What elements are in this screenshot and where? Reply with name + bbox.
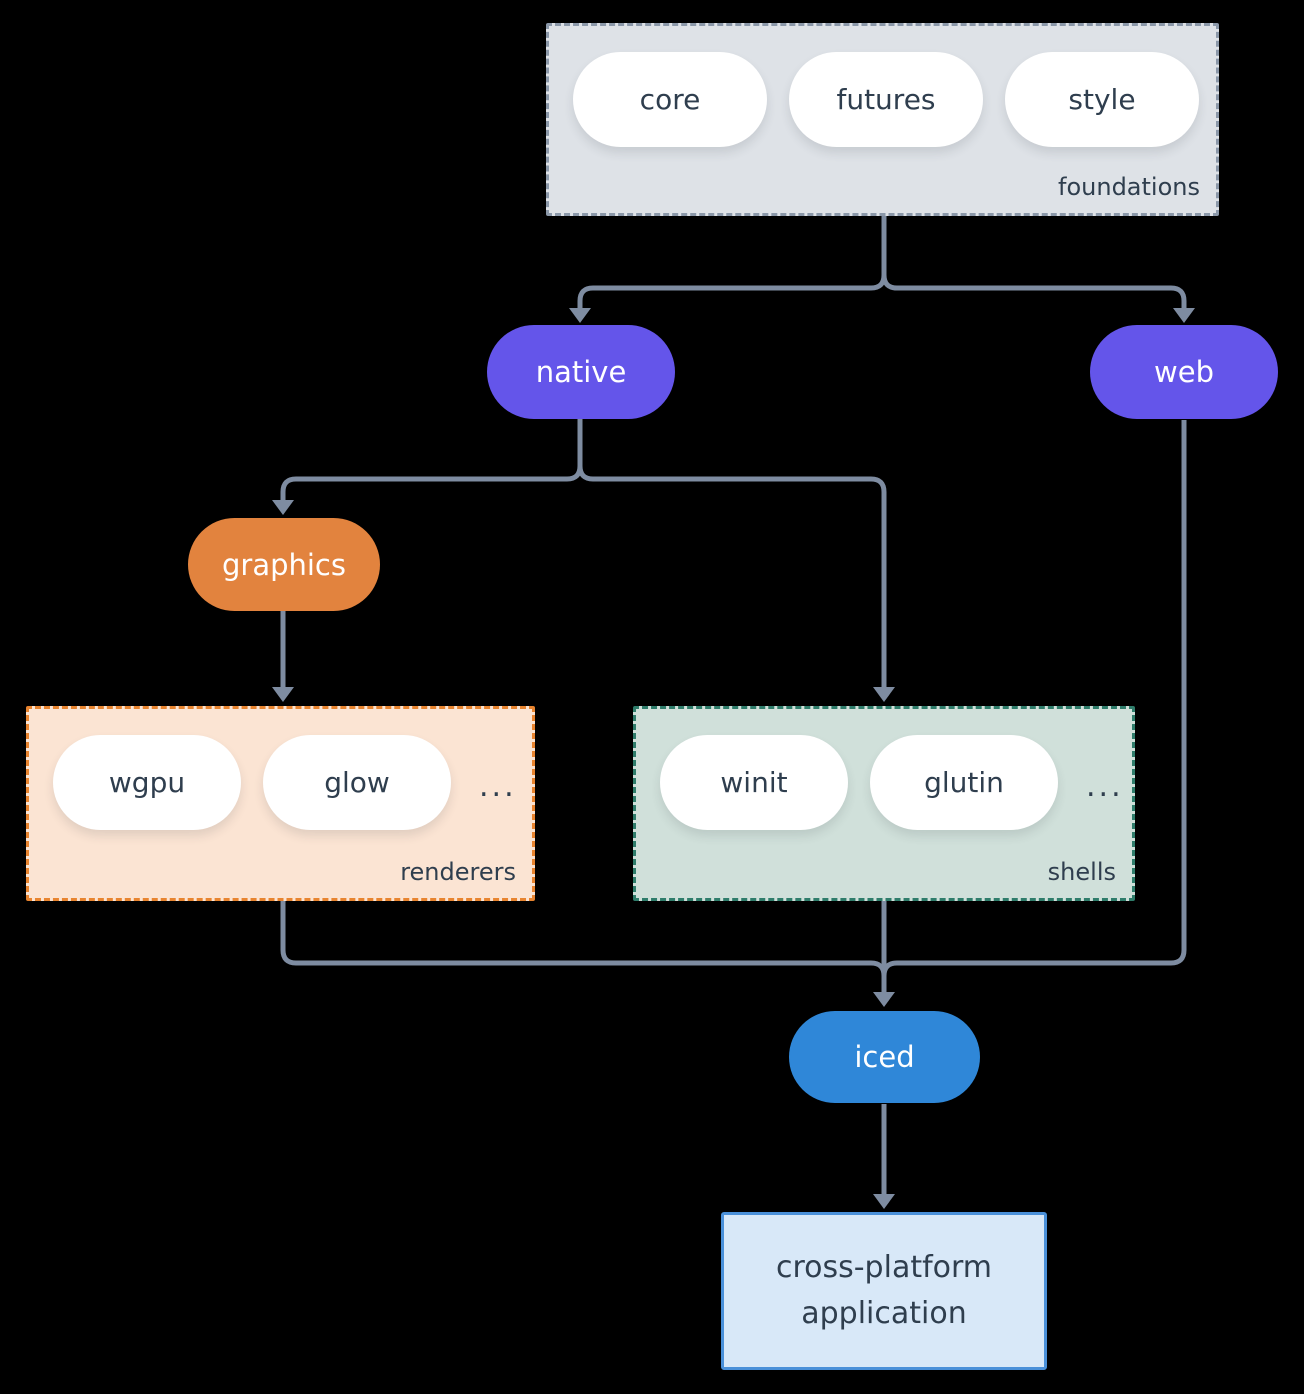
group-label-foundations: foundations [1058,173,1200,201]
arrowhead-icon [873,1194,895,1209]
edge-renderers-iced [280,901,887,977]
renderers-ellipsis: ... [479,769,517,804]
node-glow: glow [263,735,451,830]
group-shells: winit glutin ... shells [633,706,1135,901]
node-style: style [1005,52,1199,147]
node-web: web [1090,325,1278,419]
group-foundations: core futures style foundations [546,23,1219,216]
arrowhead-icon [272,687,294,702]
node-native: native [487,325,675,419]
renderers-pill-row: wgpu glow ... [53,735,517,830]
arrowhead-icon [873,687,895,702]
group-label-renderers: renderers [400,858,516,886]
node-graphics: graphics [188,518,380,611]
node-glutin: glutin [870,735,1058,830]
node-futures: futures [789,52,983,147]
arrowhead-icon [1173,308,1195,323]
foundations-pill-row: core futures style [573,52,1199,147]
edge-native-graphics [280,419,583,501]
node-winit: winit [660,735,848,830]
node-iced: iced [789,1011,980,1103]
arrowhead-icon [873,992,895,1007]
node-cross-platform-application: cross-platform application [721,1212,1047,1370]
arrowhead-icon [569,308,591,323]
shells-pill-row: winit glutin ... [660,735,1124,830]
group-renderers: wgpu glow ... renderers [26,706,535,901]
edge-foundations-web [881,216,1187,309]
edge-foundations-native [577,216,887,309]
node-wgpu: wgpu [53,735,241,830]
arrowhead-icon [272,500,294,515]
group-label-shells: shells [1047,858,1116,886]
edge-native-shells [577,419,887,687]
node-core: core [573,52,767,147]
shells-ellipsis: ... [1086,769,1124,804]
